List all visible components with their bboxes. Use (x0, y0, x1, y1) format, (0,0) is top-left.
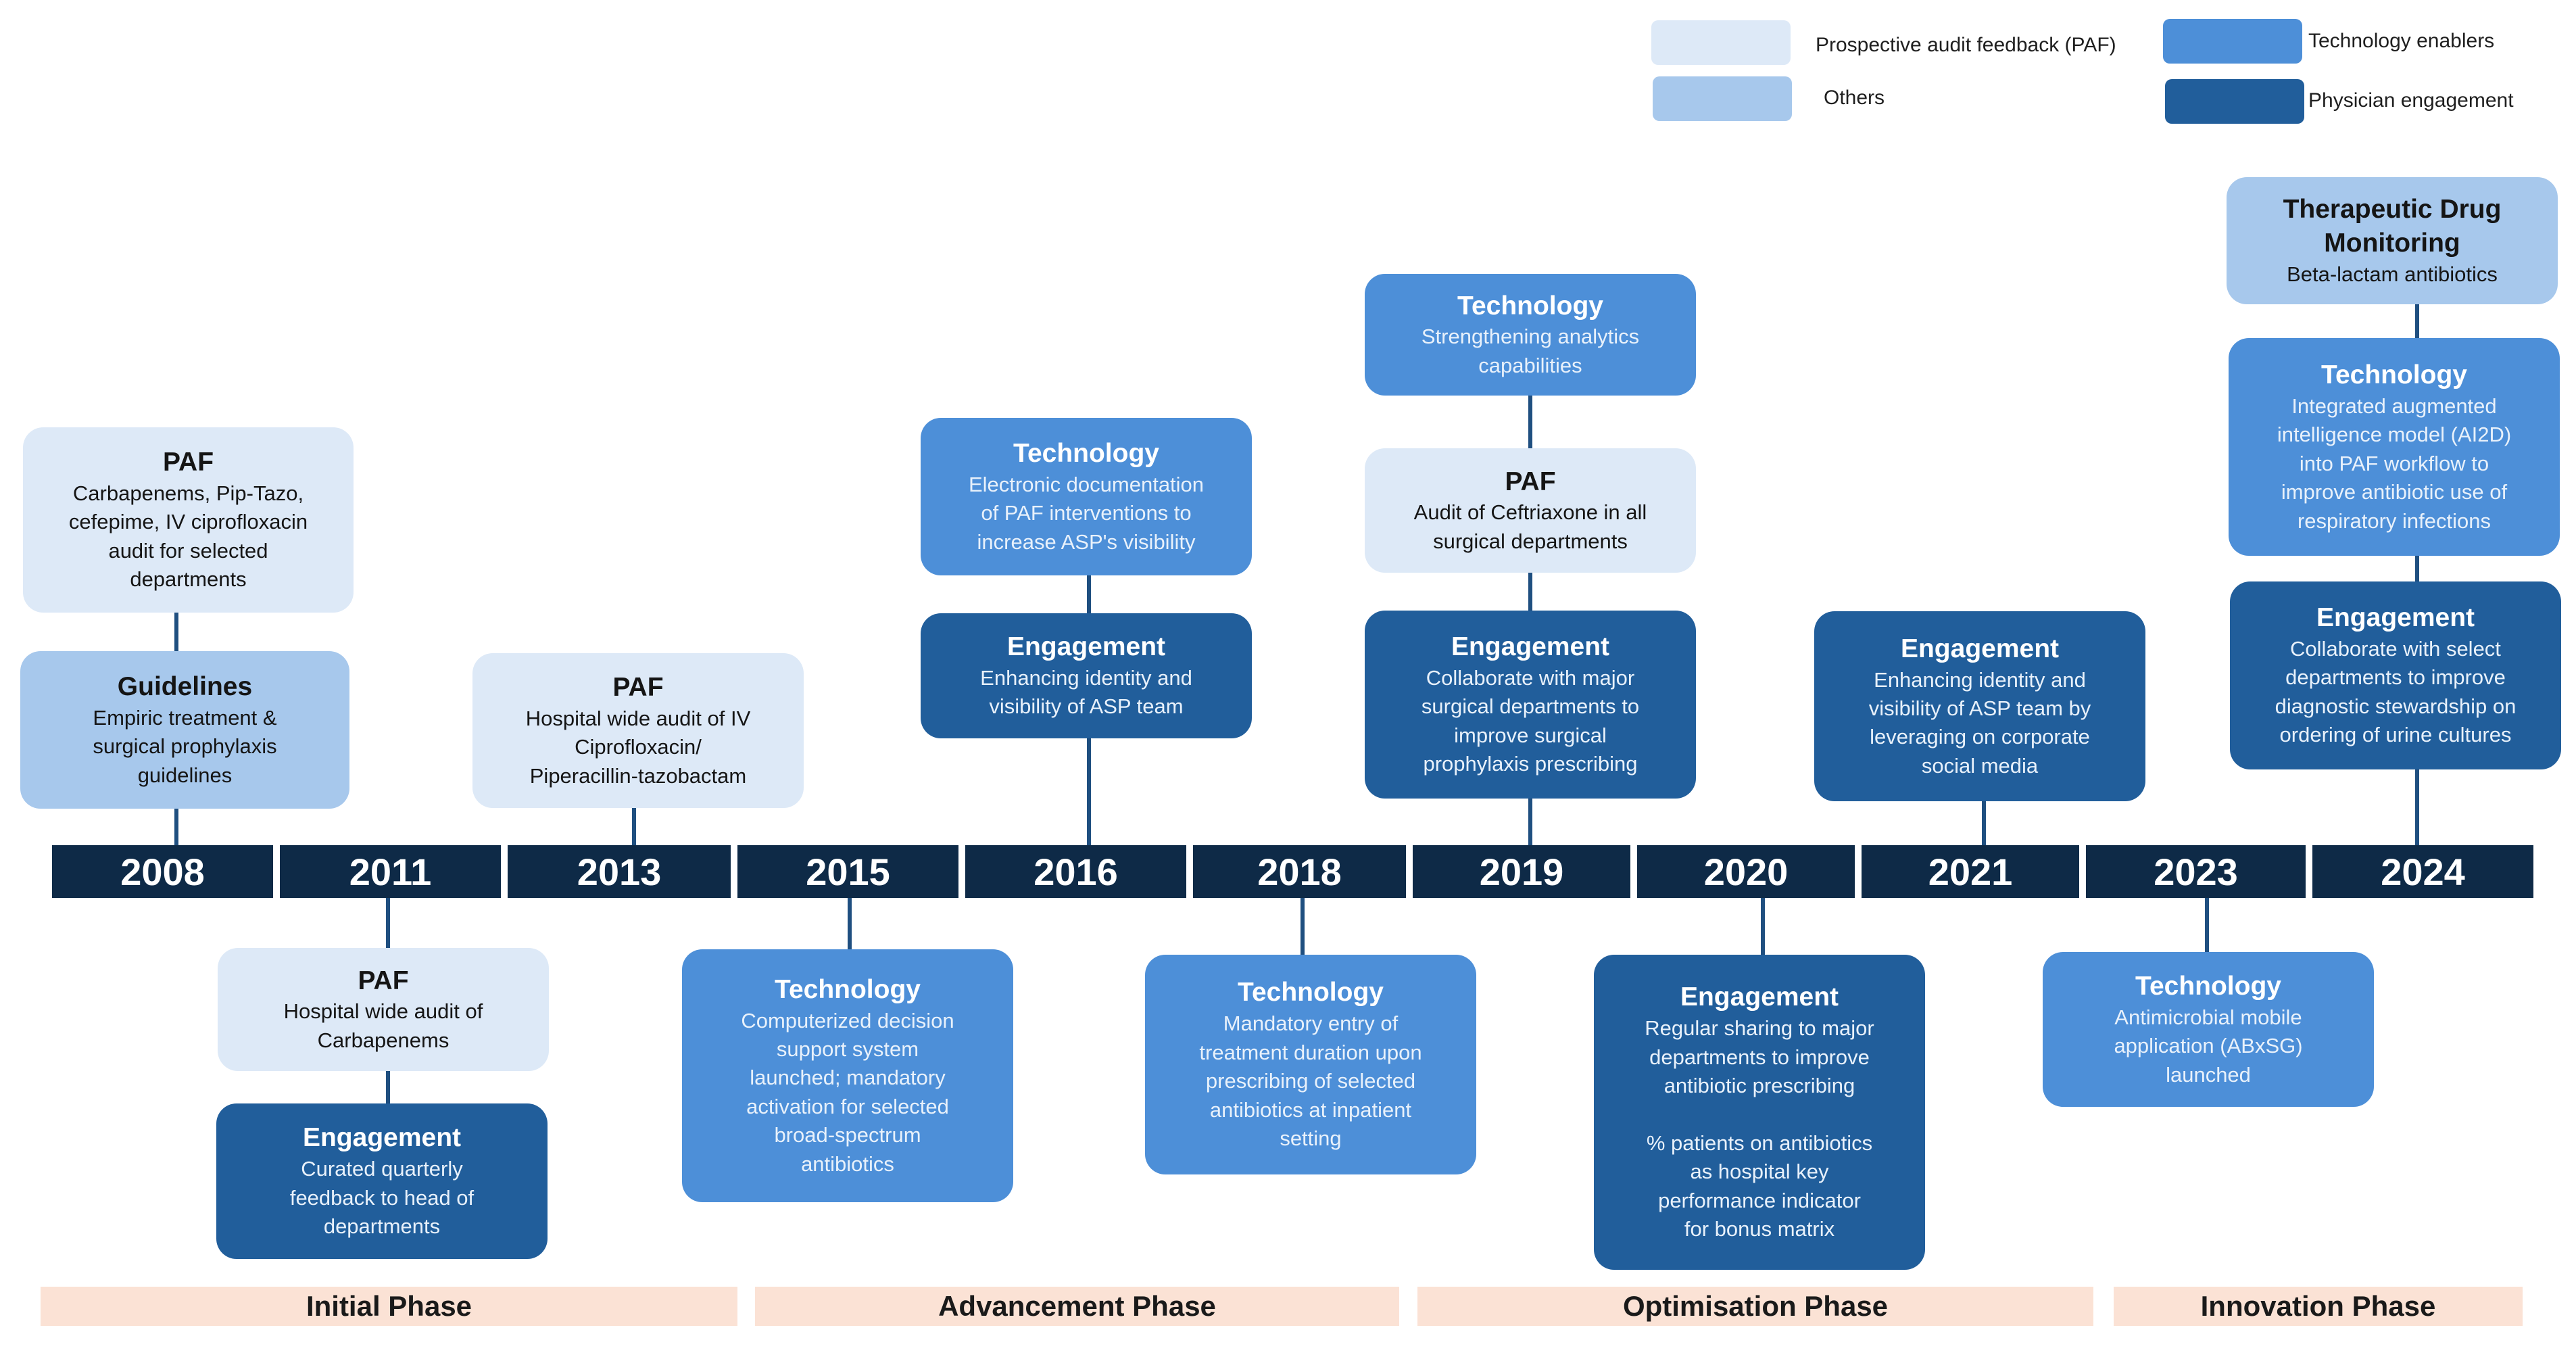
card-title: Technology (1238, 978, 1384, 1007)
legend-label-paf: Prospective audit feedback (PAF) (1816, 34, 2116, 56)
card-title: Technology (2135, 971, 2281, 1001)
card-2016-engagement: Engagement Enhancing identity and visibi… (921, 613, 1252, 738)
card-2016-technology: Technology Electronic documentation of P… (921, 418, 1252, 575)
card-description: Hospital wide audit of IV Ciprofloxacin/… (525, 706, 751, 788)
card-description: Curated quarterly feedback to head of de… (289, 1157, 475, 1239)
card-title: Engagement (2316, 603, 2475, 633)
card-description: Collaborate with select departments to i… (2275, 637, 2517, 747)
card-title: PAF (358, 966, 409, 995)
card-description: Collaborate with major surgical departme… (1421, 666, 1640, 776)
card-2024-tdm: Therapeutic Drug Monitoring Beta-lactam … (2227, 177, 2558, 304)
phase-innovation: Innovation Phase (2114, 1287, 2523, 1326)
card-2021-engagement: Engagement Enhancing identity and visibi… (1814, 611, 2145, 801)
card-description: Empiric treatment & surgical prophylaxis… (93, 705, 277, 787)
legend-label-others: Others (1824, 87, 1885, 109)
card-description: Integrated augmented intelligence model … (2277, 394, 2512, 533)
card-description: Enhancing identity and visibility of ASP… (980, 665, 1192, 719)
year-2015: 2015 (737, 845, 958, 898)
year-2008: 2008 (52, 845, 273, 898)
card-title: Technology (1457, 291, 1603, 320)
card-2019-technology: Technology Strengthening analytics capab… (1365, 274, 1696, 396)
legend-swatch-engagement (2165, 79, 2304, 124)
connector-2013-top (632, 808, 636, 845)
card-description: Enhancing identity and visibility of ASP… (1868, 667, 2091, 778)
legend-swatch-paf (1651, 20, 1791, 65)
card-2020-engagement: Engagement Regular sharing to major depa… (1594, 955, 1925, 1270)
card-title: Technology (2321, 360, 2467, 389)
year-2024: 2024 (2312, 845, 2533, 898)
year-2021: 2021 (1862, 845, 2079, 898)
card-title: Technology (775, 974, 921, 1004)
card-title: Guidelines (117, 671, 253, 701)
card-description: Antimicrobial mobile application (ABxSG)… (2114, 1005, 2303, 1087)
card-description: Hospital wide audit of Carbapenems (283, 999, 483, 1052)
year-2020: 2020 (1637, 845, 1855, 898)
connector-2015-bottom (848, 898, 852, 949)
card-2019-paf: PAF Audit of Ceftriaxone in all surgical… (1365, 448, 1696, 573)
card-description: Beta-lactam antibiotics (2287, 262, 2498, 286)
card-title: Technology (1013, 438, 1159, 468)
card-2019-engagement: Engagement Collaborate with major surgic… (1365, 611, 1696, 799)
card-2024-engagement: Engagement Collaborate with select depar… (2230, 581, 2561, 769)
card-description: Electronic documentation of PAF interven… (968, 472, 1205, 554)
connector-2023-bottom (2205, 898, 2209, 952)
year-2013: 2013 (508, 845, 731, 898)
card-title: PAF (612, 672, 664, 702)
year-2023: 2023 (2086, 845, 2306, 898)
card-title: Engagement (1451, 632, 1610, 662)
card-2011-paf: PAF Hospital wide audit of Carbapenems (218, 948, 549, 1071)
phase-initial: Initial Phase (41, 1287, 737, 1326)
card-description: Mandatory entry of treatment duration up… (1199, 1012, 1422, 1151)
connector-2021-top (1982, 801, 1986, 845)
card-2013-paf: PAF Hospital wide audit of IV Ciprofloxa… (472, 653, 804, 808)
year-2018: 2018 (1193, 845, 1406, 898)
card-title: Engagement (1006, 632, 1166, 662)
card-2015-technology: Technology Computerized decision support… (682, 949, 1013, 1202)
card-2008-paf: PAF Carbapenems, Pip-Tazo, cefepime, IV … (23, 427, 354, 613)
year-2011: 2011 (280, 845, 501, 898)
card-2024-technology: Technology Integrated augmented intellig… (2229, 338, 2560, 556)
connector-2020-bottom (1761, 898, 1765, 955)
card-2011-engagement: Engagement Curated quarterly feedback to… (216, 1103, 548, 1259)
year-2016: 2016 (965, 845, 1186, 898)
card-title: Engagement (302, 1123, 462, 1153)
card-description: Computerized decision support system lau… (741, 1008, 954, 1176)
connector-2024-top (2415, 304, 2419, 845)
card-description: Carbapenems, Pip-Tazo, cefepime, IV cipr… (68, 481, 308, 592)
card-title: Engagement (1900, 634, 2060, 663)
card-description: Strengthening analytics capabilities (1421, 325, 1640, 377)
card-title: Engagement (1680, 982, 1839, 1012)
phase-optimisation: Optimisation Phase (1417, 1287, 2093, 1326)
year-2019: 2019 (1413, 845, 1630, 898)
legend-label-technology: Technology enablers (2308, 30, 2495, 52)
legend-label-engagement: Physician engagement (2308, 89, 2514, 112)
legend-swatch-technology (2163, 19, 2302, 64)
card-2008-guidelines: Guidelines Empiric treatment & surgical … (20, 651, 349, 809)
phase-advancement: Advancement Phase (755, 1287, 1399, 1326)
card-title: PAF (1505, 467, 1556, 496)
legend-swatch-others (1653, 76, 1792, 121)
card-title: PAF (162, 448, 214, 477)
card-title: Therapeutic Drug Monitoring (2283, 194, 2502, 258)
card-description: Regular sharing to major departments to … (1645, 1016, 1874, 1241)
card-2018-technology: Technology Mandatory entry of treatment … (1145, 955, 1476, 1174)
card-description: Audit of Ceftriaxone in all surgical dep… (1413, 500, 1647, 553)
connector-2018-bottom (1301, 898, 1305, 955)
card-2023-technology: Technology Antimicrobial mobile applicat… (2043, 952, 2374, 1107)
